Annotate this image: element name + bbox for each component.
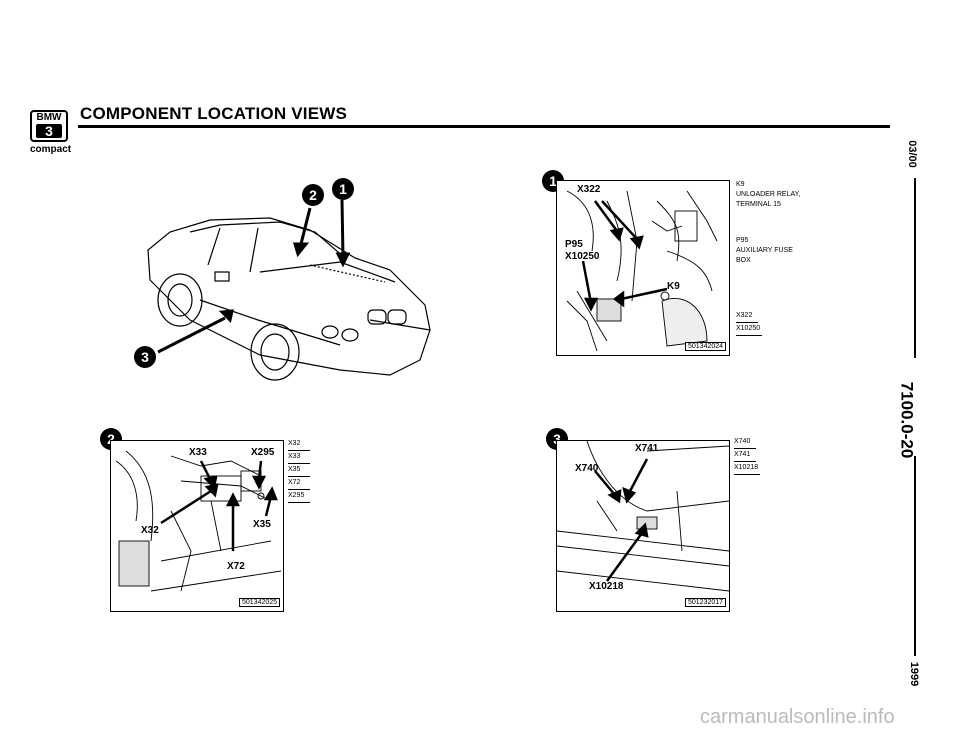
view-1-label-x322: X322 — [577, 184, 601, 195]
bmw-3-compact-logo: BMW 3 compact — [30, 110, 72, 155]
view-3-label-x10218: X10218 — [589, 581, 624, 592]
title-rule — [78, 125, 890, 128]
car-overview-illustration — [147, 199, 431, 381]
legend-x32: X32 — [288, 438, 310, 451]
view-3-drawing — [557, 441, 729, 592]
view-2-label-x35: X35 — [253, 519, 271, 530]
view-2-reference-number: 501342025 — [239, 598, 281, 607]
view-2-label-x72: X72 — [227, 561, 245, 572]
view-3-label-x741: X741 — [635, 443, 659, 454]
legend-x741: X741 — [734, 449, 756, 462]
view-1-drawing — [566, 190, 718, 352]
callout-3-badge: 3 — [134, 346, 156, 368]
view-3-label-x740: X740 — [575, 463, 599, 474]
side-line-bottom — [914, 456, 916, 656]
view-1-legend: K9 UNLOADER RELAY, TERMINAL 15 P95 AUXIL… — [736, 180, 800, 336]
watermark-text: carmanualsonline.info — [700, 706, 895, 728]
logo-bmw-text: BMW — [36, 112, 62, 123]
legend-x295: X295 — [288, 490, 310, 503]
view-1-reference-number: 501342024 — [685, 342, 727, 351]
view-1-photo-panel: X322 P95 X10250 K9 501342024 — [556, 180, 730, 356]
view-2-label-x32: X32 — [141, 525, 159, 536]
legend-k9-desc-1: UNLOADER RELAY, — [736, 191, 801, 198]
legend-p95-code: P95 — [736, 237, 749, 244]
page-title: COMPONENT LOCATION VIEWS — [80, 104, 348, 123]
legend-p95-desc-1: AUXILIARY FUSE — [736, 247, 793, 254]
logo-compact-text: compact — [30, 144, 72, 155]
legend-x35: X35 — [288, 464, 310, 477]
legend-x322: X322 — [736, 310, 758, 323]
view-1-label-k9: K9 — [667, 281, 680, 292]
legend-k9-code: K9 — [736, 181, 745, 188]
side-year: 1999 — [908, 661, 921, 687]
view-3-legend: X740 X741 X10218 — [734, 436, 760, 475]
view-3-reference-number: 501232017 — [685, 598, 727, 607]
legend-x10218: X10218 — [734, 462, 760, 475]
view-2-label-x33: X33 — [189, 447, 207, 458]
side-date: 03/00 — [905, 140, 918, 168]
legend-x33: X33 — [288, 451, 310, 464]
view-2-drawing — [115, 450, 282, 592]
view-1-label-p95: P95 — [565, 239, 583, 250]
legend-k9-desc-2: TERMINAL 15 — [736, 201, 781, 208]
side-section-number: 7100.0-20 — [897, 381, 917, 459]
legend-x740: X740 — [734, 436, 756, 449]
callout-2-badge: 2 — [302, 184, 324, 206]
side-line-top — [914, 178, 916, 358]
callout-1-badge: 1 — [332, 178, 354, 200]
view-3-photo-panel: X741 X740 X10218 501232017 — [556, 440, 730, 612]
view-2-photo-panel: X33 X295 X32 X35 X72 501342025 — [110, 440, 284, 612]
view-1-label-x10250: X10250 — [565, 251, 600, 262]
view-2-label-x295: X295 — [251, 447, 275, 458]
view-2-legend: X32 X33 X35 X72 X295 — [288, 438, 310, 503]
legend-x72: X72 — [288, 477, 310, 490]
logo-series-number: 3 — [36, 124, 62, 138]
legend-p95-desc-2: BOX — [736, 257, 751, 264]
legend-x10250: X10250 — [736, 323, 762, 336]
